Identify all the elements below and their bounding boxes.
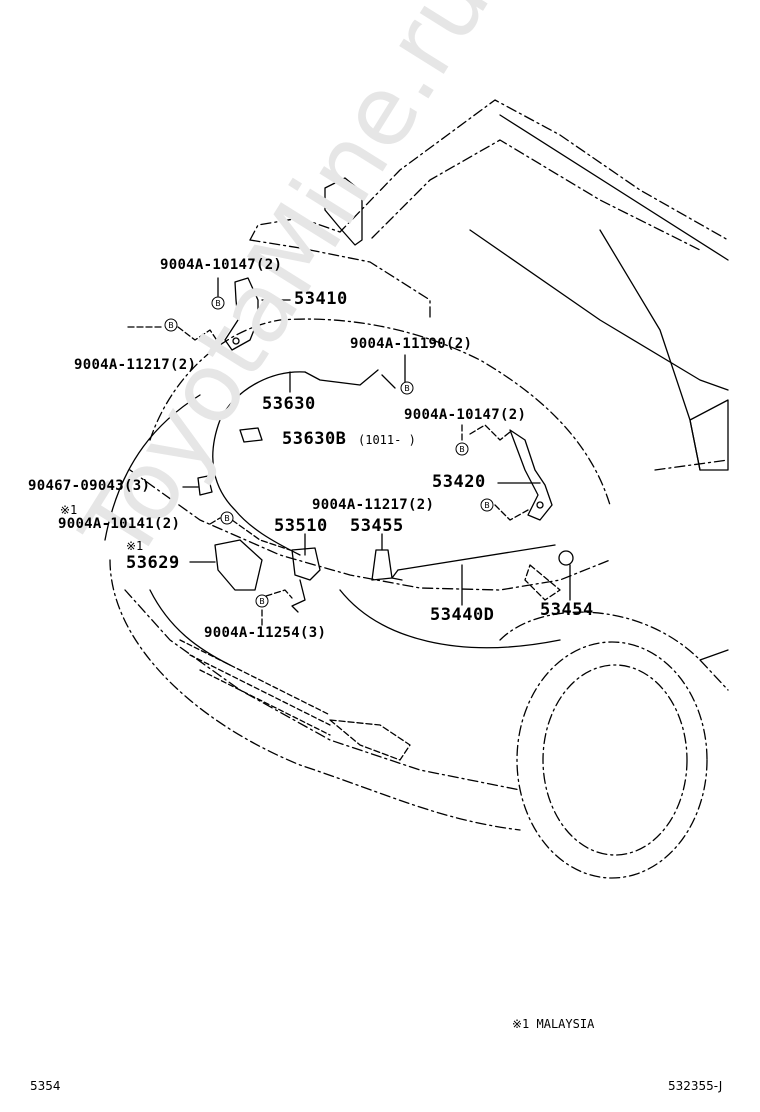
hood-support-rod [397,544,556,571]
clip-90467 [197,475,213,496]
bolt-marker [255,594,269,608]
leader-11254 [261,589,293,626]
bolt-marker [220,511,234,525]
hinge-left-bolt [232,337,240,345]
part-note-53630b: (1011- ) [358,433,416,447]
side-mirror [689,399,729,471]
bolt-marker [455,442,469,456]
hinge-left [224,277,259,351]
hinge-right-bolt [536,501,544,509]
bolt-marker-text: B [404,384,410,393]
bolt-marker-text: B [484,501,490,510]
hinge-right [509,429,553,521]
part-label-9004a-11217-left[interactable]: 9004A-11217(2) [74,357,197,373]
leader-11217-right [494,504,529,521]
part-label-53440d[interactable]: 53440D [430,605,495,625]
hood-front-lip [249,239,431,319]
hood-inner-edge [371,139,701,251]
hood-panel-right [499,114,729,261]
part-label-9004a-11217-right[interactable]: 9004A-11217(2) [312,497,435,513]
hood-lower-edge [129,469,611,591]
hood-bracket-tab [324,177,363,246]
body-rocker [699,649,729,661]
hood-lock-arm [291,579,306,613]
bolt-marker [211,296,225,310]
grille-slats [179,639,331,736]
part-label-53510[interactable]: 53510 [274,516,328,536]
windshield-line [469,229,729,391]
leader-11217-left [127,326,221,346]
front-wheel-outer [516,641,708,879]
bumper-lower [124,589,521,791]
headlamp-cut [149,589,231,666]
release-cable [212,371,306,556]
bolt-marker-text: B [459,445,465,454]
hood-support-rod-end [391,569,403,581]
cable-clip-53630b [239,427,263,443]
hood-lock [291,547,321,581]
leader-10141 [209,517,291,551]
bolt-marker-text: B [224,514,230,523]
part-label-53630[interactable]: 53630 [262,394,316,414]
bumper-outline [109,559,521,831]
part-label-53630b[interactable]: 53630B [282,429,347,449]
bolt-marker-text: B [215,299,221,308]
leader-10147-right [461,424,511,443]
footnote-malaysia: ※1 MALAYSIA [512,1017,595,1031]
part-label-53629[interactable]: 53629 [126,553,180,573]
lock-protector [214,539,263,591]
page-code-left: 5354 [30,1079,61,1093]
fog-lamp [329,719,411,761]
front-wheel-inner [542,664,688,856]
fender-outline [149,318,611,506]
front-panel [104,394,201,541]
malaysia-mark-a: ※1 [60,503,78,517]
grille-upper [339,589,561,649]
hood-cushion [558,550,574,566]
part-label-53410[interactable]: 53410 [294,289,348,309]
release-cable-upper [304,369,379,386]
part-label-9004a-10141[interactable]: 9004A-10141(2) [58,516,181,532]
bolt-marker [164,318,178,332]
malaysia-mark-b: ※1 [126,539,144,553]
wheel-arch [499,611,729,691]
part-label-53454[interactable]: 53454 [540,600,594,620]
hood-outline [249,99,729,241]
diagram-number: 532355-J [668,1079,723,1093]
bolt-marker [480,498,494,512]
bolt-marker-text: B [259,597,265,606]
part-label-53420[interactable]: 53420 [432,472,486,492]
part-label-90467-09043[interactable]: 90467-09043(3) [28,478,151,494]
leader-11190 [381,354,406,389]
part-label-53455[interactable]: 53455 [350,516,404,536]
bolt-marker [400,381,414,395]
part-label-9004a-10147-left[interactable]: 9004A-10147(2) [160,257,283,273]
part-label-9004a-11254[interactable]: 9004A-11254(3) [204,625,327,641]
bolt-marker-text: B [168,321,174,330]
body-side-top [654,459,729,471]
part-label-9004a-11190[interactable]: 9004A-11190(2) [350,336,473,352]
fender-bracket [524,564,561,601]
rod-holder [371,549,393,581]
part-label-9004a-10147-right[interactable]: 9004A-10147(2) [404,407,527,423]
